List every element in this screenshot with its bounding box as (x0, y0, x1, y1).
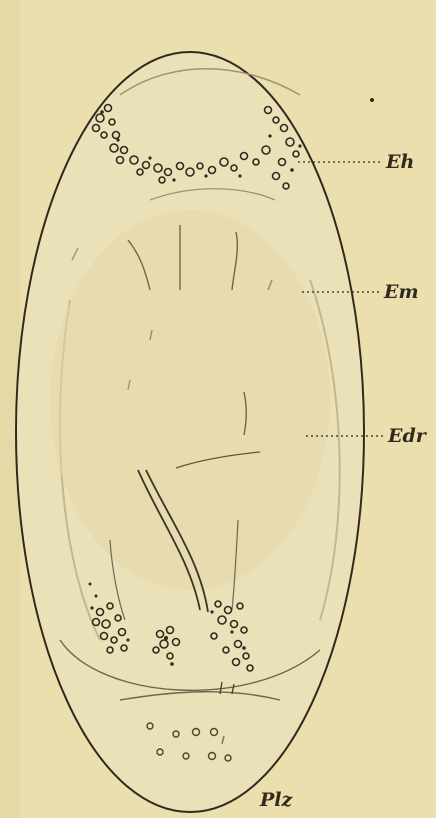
label-edr: Edr (387, 425, 428, 447)
label-em: Em (383, 281, 419, 303)
label-eh: Eh (385, 151, 414, 173)
label-plz: Plz (259, 789, 294, 811)
embryo-inner-shadow (50, 210, 330, 590)
